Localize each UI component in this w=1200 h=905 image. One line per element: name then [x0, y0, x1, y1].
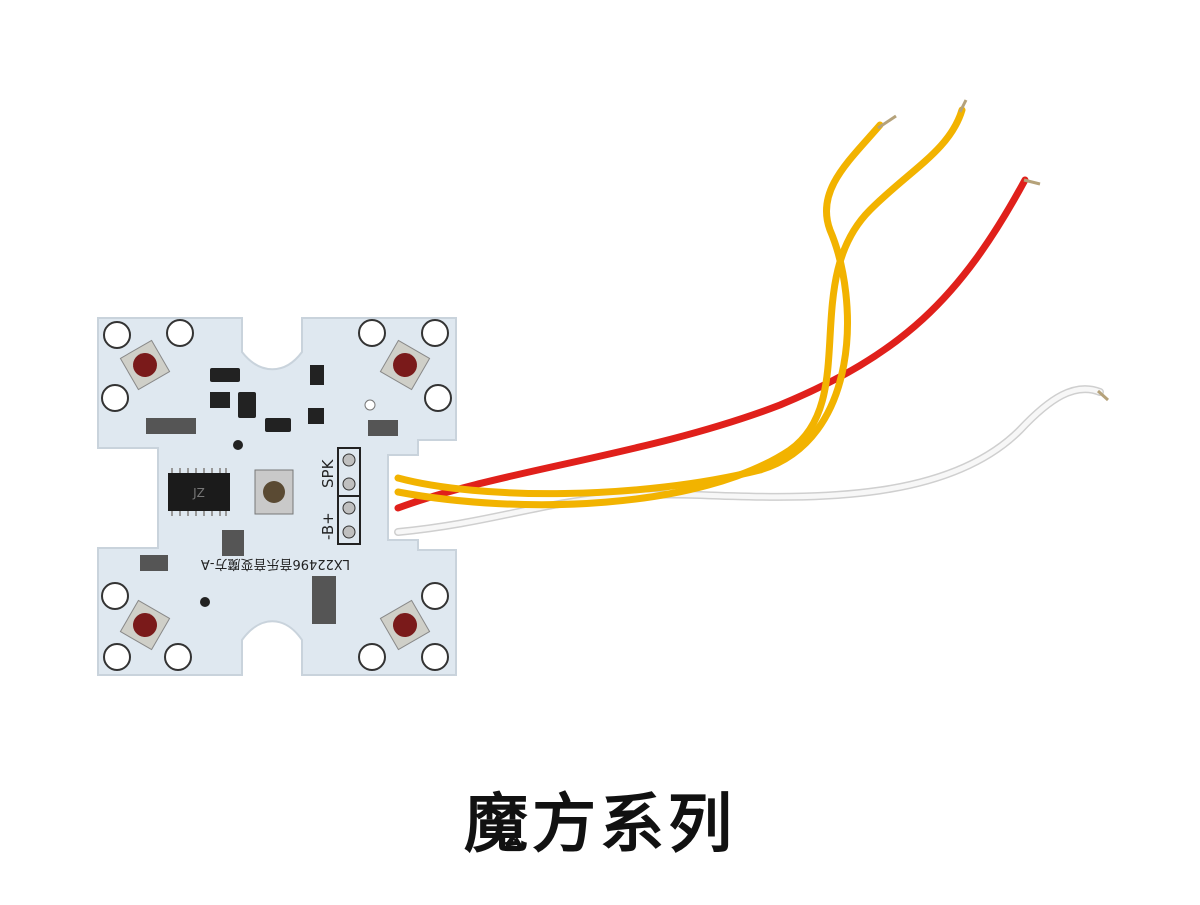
ic-chip: JZ [168, 468, 230, 516]
yellow-wire-1 [394, 121, 884, 498]
wire-tip-3 [1023, 178, 1041, 186]
yellow-wire-2 [394, 106, 966, 509]
ic-marking: JZ [192, 486, 205, 500]
led-top-right [379, 339, 431, 391]
white-wire [394, 385, 1104, 536]
wire-tip-4 [1096, 389, 1110, 402]
mounting-holes [101, 319, 452, 671]
page-title: 魔方系列 [464, 788, 736, 862]
led-top-left [119, 339, 171, 391]
tactile-switch [254, 469, 294, 515]
led-bottom-right [379, 599, 431, 651]
smd-components [140, 365, 398, 624]
spk-label: SPK [319, 458, 337, 488]
power-label: -B+ [319, 512, 337, 540]
led-bottom-left [119, 599, 171, 651]
wires [394, 99, 1110, 536]
wire-tip-1 [877, 114, 897, 130]
model-label: LX22496音乐音变魔方-A [201, 556, 350, 572]
power-connector [337, 495, 361, 545]
white-wire-core [395, 386, 1103, 535]
red-wire [394, 176, 1029, 512]
wire-tip-2 [958, 99, 968, 113]
